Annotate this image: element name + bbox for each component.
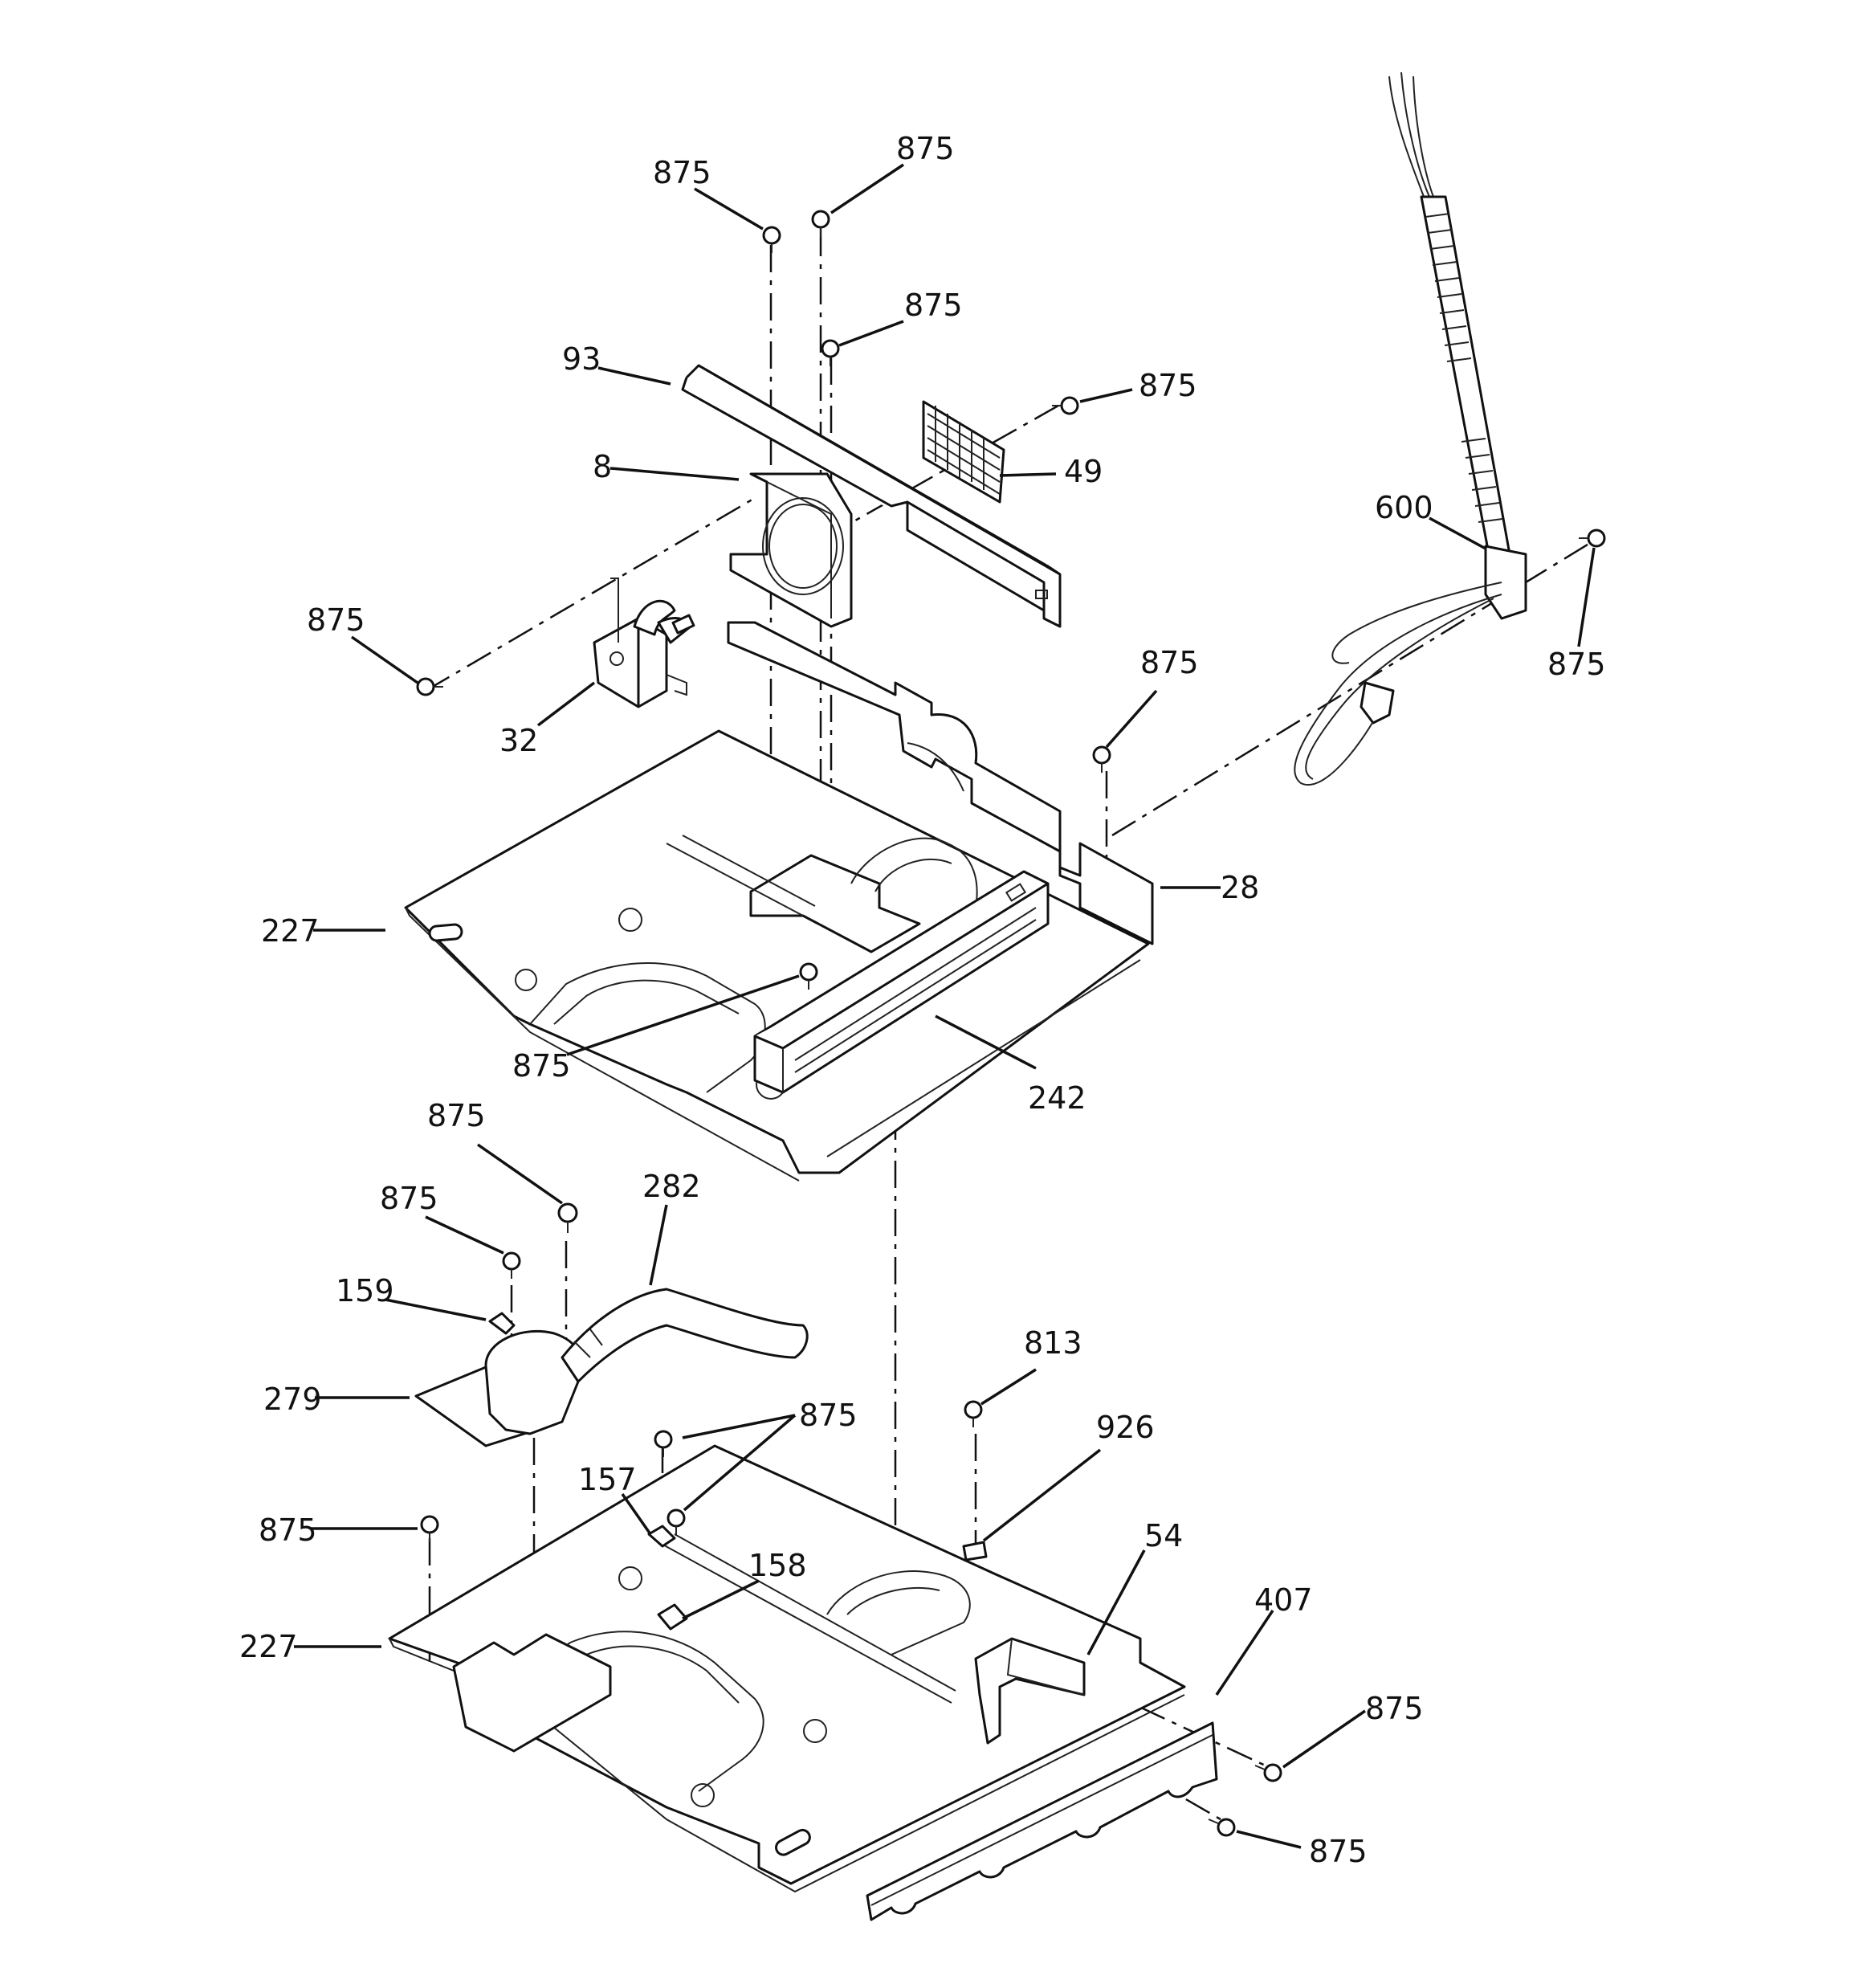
screw-icon (667, 1508, 686, 1536)
screw-icon (1254, 1763, 1282, 1782)
screw-icon (1092, 745, 1111, 773)
callout-157: 157 (578, 1462, 637, 1497)
vent-grille (922, 400, 1005, 504)
callout-875: 875 (427, 1098, 486, 1133)
callout-875: 875 (653, 155, 711, 190)
lower-base-pan (388, 1444, 1186, 1893)
screw-icon (762, 226, 781, 253)
callout-49: 49 (1064, 454, 1103, 489)
callout-242: 242 (1028, 1080, 1086, 1116)
screw-icon (799, 962, 818, 990)
fan-housing (729, 472, 853, 628)
callout-600: 600 (1375, 490, 1433, 525)
callout-875: 875 (380, 1181, 438, 1216)
callout-875: 875 (904, 288, 963, 323)
callout-93: 93 (562, 341, 601, 377)
back-panel (727, 621, 1154, 945)
callout-32: 32 (499, 723, 538, 758)
callout-282: 282 (642, 1169, 701, 1204)
screw-icon (420, 1515, 439, 1542)
callout-875: 875 (896, 131, 955, 166)
top-bracket (681, 364, 1062, 628)
callout-926: 926 (1096, 1410, 1155, 1445)
callout-labels: 875 875 875 93 875 8 49 600 875 875 32 8… (239, 131, 1606, 1869)
callout-159: 159 (336, 1273, 394, 1308)
callout-875: 875 (1139, 368, 1197, 403)
callout-28: 28 (1221, 870, 1259, 905)
burner-rail (753, 870, 1050, 1094)
convection-motor (593, 578, 695, 708)
screw-icon (502, 1251, 521, 1279)
callout-875: 875 (1365, 1691, 1424, 1726)
screw-icon (1052, 396, 1079, 415)
callout-279: 279 (263, 1382, 322, 1417)
callout-875: 875 (512, 1048, 571, 1084)
screw-icon (1579, 529, 1606, 548)
leader-lines (294, 163, 1596, 1849)
callout-875: 875 (307, 602, 365, 638)
callout-227: 227 (261, 913, 320, 949)
front-strip (866, 1721, 1218, 1921)
screw-icon (821, 339, 840, 366)
screw-icon (557, 1202, 578, 1233)
vent-duct-assembly (414, 1288, 809, 1447)
lower-bracket (974, 1637, 1086, 1745)
terminal-block-conduit (1294, 71, 1527, 786)
callout-54: 54 (1144, 1518, 1183, 1553)
screw-icon (811, 210, 830, 237)
callout-158: 158 (748, 1548, 807, 1583)
callout-875: 875 (799, 1398, 858, 1433)
upper-base-pan (404, 729, 1150, 1182)
callout-875: 875 (1140, 645, 1199, 680)
screws (416, 210, 1606, 1837)
screw-icon (1208, 1818, 1236, 1837)
callout-813: 813 (1024, 1325, 1082, 1361)
screw-icon (964, 1400, 983, 1427)
callout-875: 875 (259, 1512, 317, 1548)
callout-407: 407 (1254, 1582, 1313, 1618)
screw-icon (654, 1430, 673, 1457)
callout-227: 227 (239, 1629, 298, 1664)
callout-8: 8 (593, 449, 612, 484)
small-brackets (488, 1312, 988, 1631)
callout-875: 875 (1547, 647, 1606, 682)
screw-icon (416, 677, 443, 696)
callout-875: 875 (1309, 1834, 1368, 1869)
